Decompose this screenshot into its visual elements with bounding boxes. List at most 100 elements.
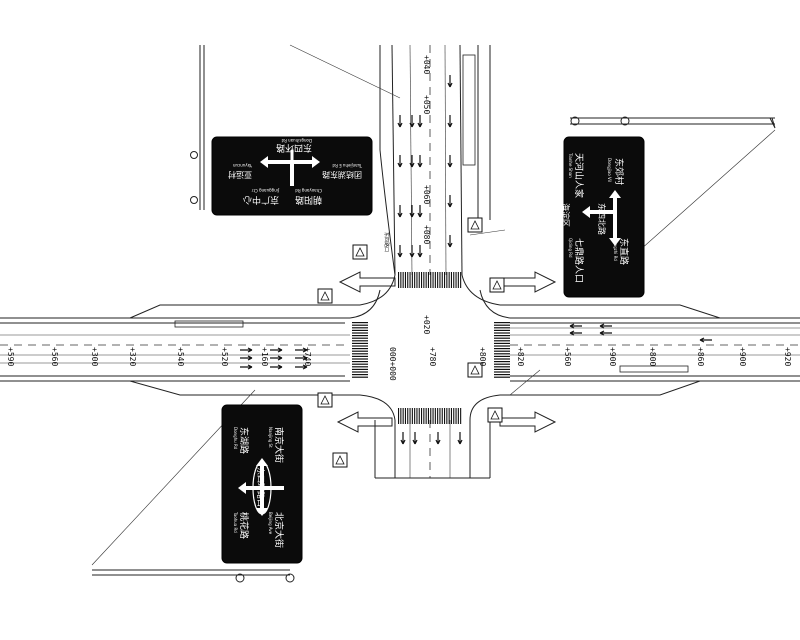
- crosswalk-stripe: [423, 408, 425, 424]
- crosswalks: [352, 272, 510, 424]
- chainage-label: +800: [648, 347, 657, 366]
- crosswalk-stripe: [430, 272, 432, 288]
- lane-arrow: [409, 205, 415, 218]
- crosswalk-stripe: [409, 272, 411, 288]
- crosswalk-stripe: [352, 374, 368, 376]
- lane-arrow: [240, 355, 253, 361]
- lane-arrow: [240, 347, 253, 353]
- chainage-label: +900: [738, 347, 747, 366]
- guide-sign-southwest: 南京大街 Nanjing St 东湖路 Donghu Rd 东四环路口 北京大街…: [221, 404, 303, 564]
- guide-sign-northeast: 东郊村 Dongjiao Vil 东四北路 东直路 Dongzhi Rd 七鼎路…: [555, 136, 645, 298]
- chainage-label: +060: [422, 185, 431, 204]
- sign-nw-left-cn: 团结湖东路: [322, 170, 362, 180]
- chainage-label: +080: [422, 225, 431, 244]
- crosswalk-stripe: [494, 327, 510, 329]
- crosswalk-stripe: [407, 272, 409, 288]
- lane-arrow: [447, 115, 453, 128]
- sign-nw-bottom2-cn: 京广中心: [243, 194, 279, 206]
- crosswalk-stripe: [455, 408, 457, 424]
- signal-sign-icon: [487, 407, 503, 423]
- crosswalk-stripe: [432, 272, 434, 288]
- crosswalk-stripe: [494, 350, 510, 352]
- sign-nw-right-cn: 亚运村: [228, 170, 252, 180]
- crosswalk-stripe: [494, 376, 510, 378]
- crosswalk-stripe: [439, 408, 441, 424]
- lane-arrow: [295, 355, 308, 361]
- crosswalk-stripe: [398, 272, 400, 288]
- north-south-road: [374, 44, 491, 479]
- crosswalk-stripe: [450, 408, 452, 424]
- lane-arrow: [400, 432, 406, 445]
- sign-sw-arrow-icon: [238, 458, 284, 516]
- crosswalk-stripe: [352, 342, 368, 344]
- crosswalk-stripe: [494, 329, 510, 331]
- sign-sw-right-en: Beijing Ave: [268, 512, 273, 535]
- guide-sign-northwest: 朝阳路 Chaoyang Rd 京广中心 Jingguang Ctr 团结湖东路…: [211, 136, 373, 216]
- lane-arrow: [270, 355, 283, 361]
- crosswalk-stripe: [494, 340, 510, 342]
- crosswalk-stripe: [494, 361, 510, 363]
- lane-arrows: [240, 75, 712, 445]
- chainage-label: 000+000: [388, 347, 397, 381]
- crosswalk-stripe: [434, 408, 436, 424]
- lane-arrow: [569, 323, 582, 329]
- crosswalk-stripe: [432, 408, 434, 424]
- lane-arrow: [569, 330, 582, 336]
- crosswalk-stripe: [352, 361, 368, 363]
- crosswalk-stripe: [352, 340, 368, 342]
- crosswalk-stripe: [446, 272, 448, 288]
- crosswalk-stripe: [457, 408, 459, 424]
- crosswalk-stripe: [423, 272, 425, 288]
- sign-sw-top-en: Nanjing St: [268, 427, 273, 448]
- crosswalk-stripe: [352, 329, 368, 331]
- crosswalk-stripe: [352, 366, 368, 368]
- crosswalk-stripe: [437, 408, 439, 424]
- signal-sign-icon: [467, 217, 483, 233]
- crosswalk-stripe: [398, 408, 400, 424]
- sign-ne-righttop-en: Dongzhi Rd: [613, 238, 618, 261]
- sign-ne-left-en: Tianhe Shan: [568, 152, 573, 178]
- lane-arrow: [409, 245, 415, 258]
- crosswalk-stripe: [444, 272, 446, 288]
- crosswalk-stripe: [352, 322, 368, 324]
- sign-ne-top-cn: 东郊村: [613, 158, 625, 185]
- chainage-label: +920: [783, 347, 792, 366]
- sign-ne-left-cn: 天河山人家: [573, 153, 585, 198]
- lane-arrow: [457, 432, 463, 445]
- chainage-labels-ns: +040+050+060+080+020: [422, 55, 431, 334]
- crosswalk-stripe: [494, 345, 510, 347]
- crosswalk-stripe: [494, 358, 510, 360]
- crosswalk-stripe: [352, 363, 368, 365]
- crosswalk-stripe: [494, 337, 510, 339]
- crosswalk-stripe: [446, 408, 448, 424]
- signal-triangle-icon: [355, 247, 365, 257]
- crosswalk-stripe: [425, 408, 427, 424]
- crosswalk-stripe: [494, 368, 510, 370]
- crosswalk-stripe: [457, 272, 459, 288]
- sign-nw-bottom2-en: Jingguang Ctr: [251, 188, 280, 193]
- chainage-label: +520: [220, 347, 229, 366]
- crosswalk-stripe: [352, 335, 368, 337]
- crosswalk-stripe: [455, 272, 457, 288]
- crosswalk-stripe: [352, 327, 368, 329]
- crosswalk-stripe: [409, 408, 411, 424]
- crosswalk-stripe: [494, 366, 510, 368]
- chainage-label: +020: [422, 315, 431, 334]
- sign-ne-bottom-cn: 海淀区: [561, 203, 571, 227]
- sign-nw-right-en: Yayuncun: [232, 163, 253, 168]
- crosswalk-stripe: [448, 272, 450, 288]
- sign-ne-arrow-icon: [582, 190, 621, 246]
- lane-arrow: [412, 432, 418, 445]
- lane-arrow: [435, 432, 441, 445]
- lane-arrow: [397, 205, 403, 218]
- lane-arrow: [409, 115, 415, 128]
- chainage-label: +160: [260, 347, 269, 366]
- signal-sign-icon: [317, 288, 333, 304]
- sign-ne-rightbottom-en: Qiding Rd: [568, 238, 573, 258]
- lane-arrow: [240, 364, 253, 370]
- crosswalk-stripe: [494, 342, 510, 344]
- crosswalk-stripe: [352, 368, 368, 370]
- chainage-label: +560: [563, 347, 572, 366]
- crosswalk-stripe: [434, 272, 436, 288]
- lane-arrow: [699, 337, 712, 343]
